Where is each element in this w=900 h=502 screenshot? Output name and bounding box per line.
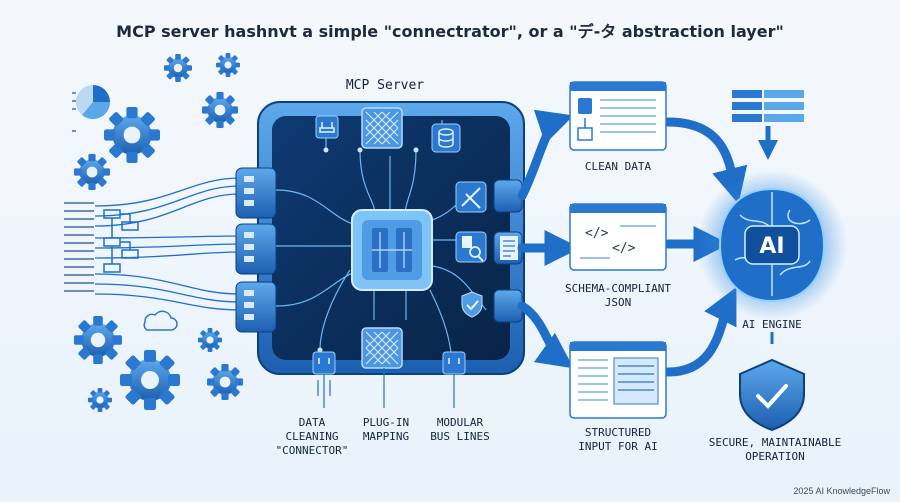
structured-input-window bbox=[569, 341, 667, 419]
clean-data-label: CLEAN DATA bbox=[584, 160, 652, 173]
core-chip bbox=[351, 209, 433, 291]
shield-check-icon bbox=[461, 291, 483, 318]
server-title: MCP Server bbox=[345, 78, 425, 93]
ai-brain-icon bbox=[697, 170, 847, 320]
gear-icon bbox=[198, 328, 222, 352]
cloud-icon bbox=[143, 310, 178, 331]
output-connector bbox=[493, 179, 523, 323]
gear-icon bbox=[216, 53, 240, 77]
gear-icon bbox=[202, 92, 238, 128]
gear-icon bbox=[120, 350, 180, 410]
clean-data-window bbox=[569, 81, 667, 151]
plug-in-mapping-label: PLUG-IN MAPPING bbox=[362, 416, 410, 443]
gear-icon bbox=[74, 154, 110, 190]
search-document-icon bbox=[455, 231, 487, 263]
ai-engine-label: AI ENGINE bbox=[742, 318, 802, 331]
data-cleaning-label: DATA CLEANING "CONNECTOR" bbox=[275, 416, 349, 457]
secure-shield-icon bbox=[739, 332, 805, 432]
gear-icon bbox=[74, 316, 122, 364]
data-stream-left bbox=[64, 92, 94, 292]
svg-text:</>: </> bbox=[585, 226, 609, 241]
structured-input-label: STRUCTURED INPUT FOR AI bbox=[578, 426, 658, 453]
page-title: MCP server hashnvt a simple "connectrato… bbox=[116, 22, 784, 41]
secure-operation-label: SECURE, MAINTAINABLE OPERATION bbox=[708, 436, 842, 463]
mesh-chip-bottom bbox=[361, 327, 403, 369]
gear-icon bbox=[88, 388, 112, 412]
footer-credit: 2025 AI KnowledgeFlow bbox=[793, 486, 890, 496]
edit-tool-icon bbox=[455, 181, 487, 213]
plug-icon bbox=[315, 115, 339, 139]
input-lines bbox=[94, 177, 241, 311]
database-icon bbox=[431, 123, 461, 153]
schema-json-label: SCHEMA-COMPLIANT JSON bbox=[565, 282, 671, 309]
schema-json-window: </> </> bbox=[569, 203, 667, 271]
connector-block bbox=[235, 167, 277, 333]
pie-chart-icon bbox=[76, 85, 111, 120]
modular-bus-label: MODULAR BUS LINES bbox=[430, 416, 490, 443]
svg-text:</>: </> bbox=[612, 241, 636, 256]
ai-badge-text: AI bbox=[759, 234, 785, 259]
pointer-lines bbox=[317, 368, 455, 408]
gear-icon bbox=[164, 54, 192, 82]
gear-icon bbox=[104, 107, 160, 163]
mesh-chip-top bbox=[361, 107, 403, 149]
flowchart-icon bbox=[103, 209, 139, 273]
gear-icon bbox=[207, 364, 243, 400]
data-list-icon bbox=[732, 90, 804, 160]
